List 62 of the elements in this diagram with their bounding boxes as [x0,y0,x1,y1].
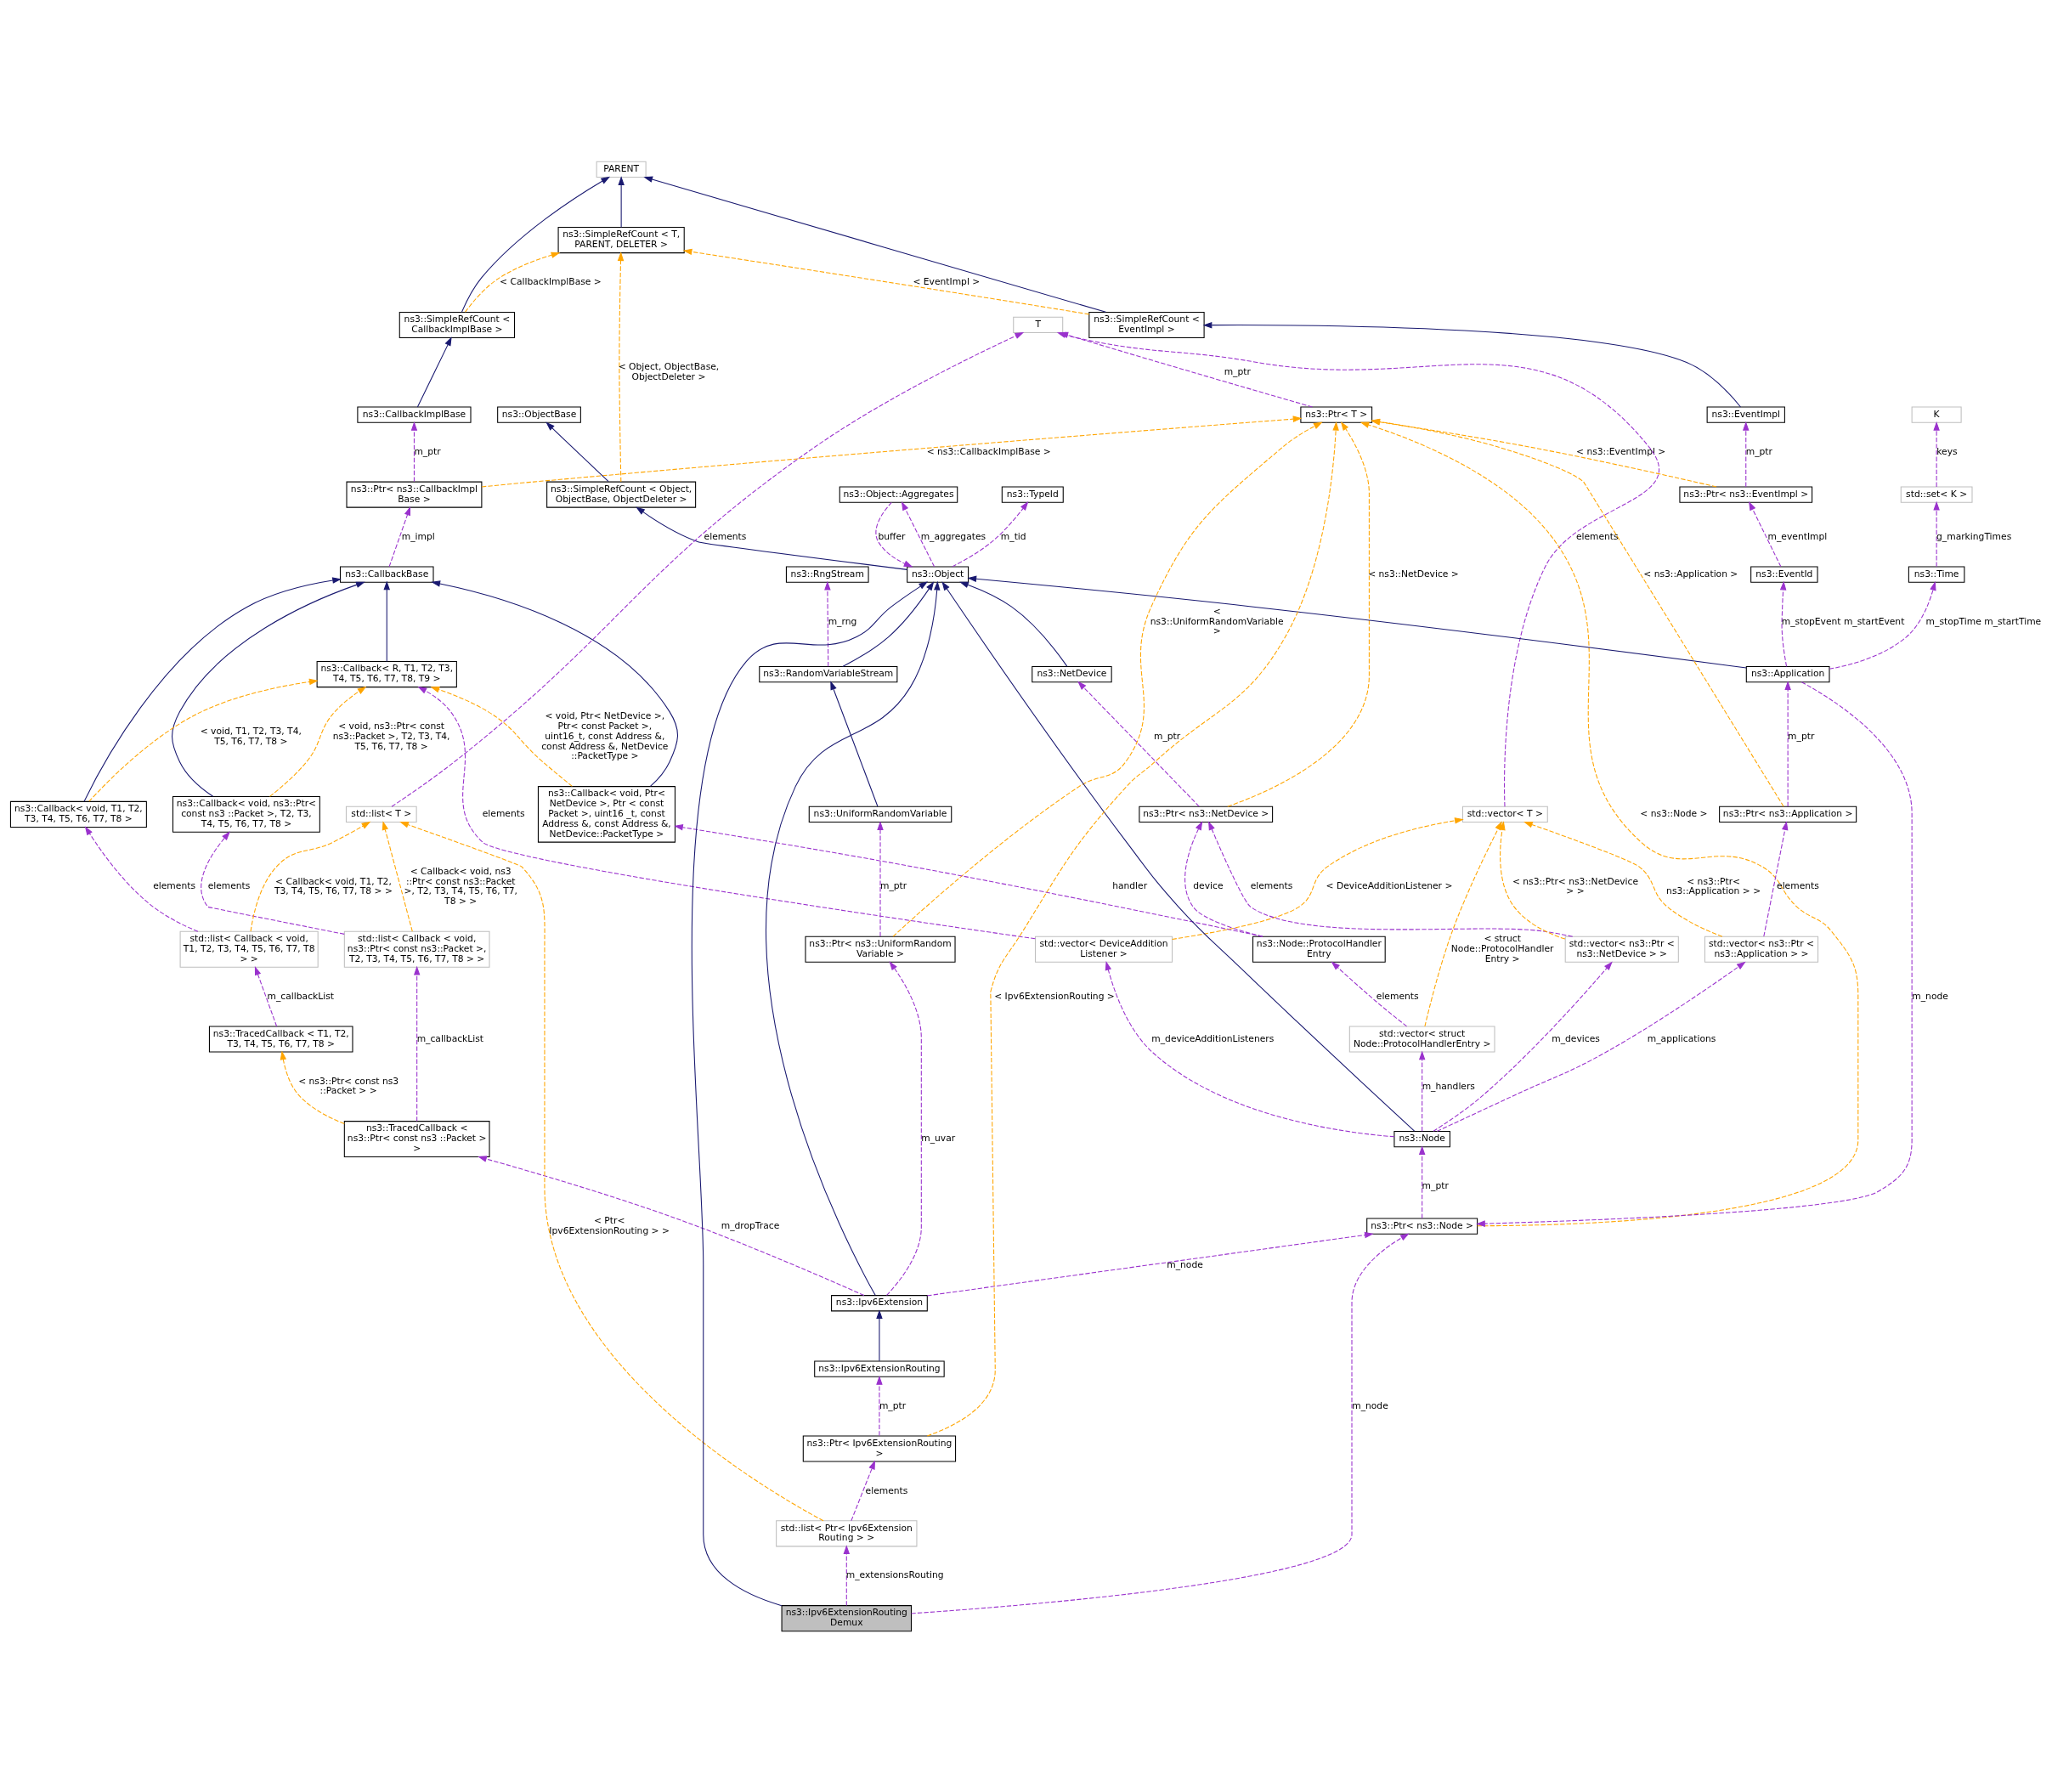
edge-label: m_stopTime m_startTime [1925,615,2042,627]
edge-label: < ns3::CallbackImplBase > [926,445,1051,457]
edge-label: < ns3::UniformRandomVariable > [1150,605,1284,636]
edge-label: elements [153,879,196,891]
edge-label: elements [704,530,747,542]
edge-label: < Callback< void, ns3 ::Ptr< const ns3::Packet >, T2, T3, T4, T5, T6, T7, T8 > > [404,865,517,907]
edge-label: keys [1936,445,1958,457]
edge-label: elements [1575,530,1619,542]
edge-label: m_callbackList [416,1032,484,1044]
edge-label: m_aggregates [920,530,986,542]
edge-label: elements [1376,990,1419,1002]
edge-label: < ns3::Ptr< ns3::Application > > [1666,875,1761,896]
edge-label: < ns3::EventImpl > [1576,445,1666,457]
edge-label: m_applications [1647,1032,1716,1044]
edge-label: < void, ns3::Ptr< const ns3::Packet >, T2, T3, T4, T5, T6, T7, T8 > [332,720,450,752]
edge-label: < Object, ObjectBase, ObjectDeleter > [618,360,720,382]
edge-label: < ns3::NetDevice > [1368,568,1459,579]
edge-label: m_node [1167,1258,1203,1270]
edge-label: m_ptr [1154,730,1181,742]
edge-label: elements [482,807,525,819]
edge-label: m_handlers [1422,1080,1475,1092]
edge-label: m_stopEvent m_startEvent [1781,615,1905,627]
edge-label: < ns3::Ptr< const ns3 ::Packet > > [298,1075,399,1096]
edge-label: g_markingTimes [1936,530,2012,542]
edge-label: < ns3::Application > [1643,568,1738,579]
edge-label: elements [865,1484,908,1496]
edge-label: m_dropTrace [721,1219,780,1231]
edge-label: handler [1112,879,1148,891]
edge-label: < CallbackImplBase > [500,275,602,287]
edge-label: m_extensionsRouting [845,1569,944,1580]
edge-label: elements [207,879,251,891]
edge-label: elements [1250,879,1293,891]
edge-label: m_ptr [414,445,441,457]
edge-label: m_ptr [1788,730,1815,742]
edge-label: < DeviceAdditionListener > [1326,879,1453,891]
edge-label: buffer [878,530,906,542]
edge-label: elements [1777,879,1819,891]
edge-label: device [1193,879,1224,891]
edge-label: m_ptr [879,879,907,891]
edge-label: < Ipv6ExtensionRouting > [994,990,1115,1002]
edge-label: < EventImpl > [913,275,981,287]
edge-label: m_tid [1000,530,1026,542]
edge-label: m_deviceAdditionListeners [1151,1032,1275,1044]
edge-label: m_uvar [921,1132,956,1144]
edge-label: m_ptr [1224,365,1251,377]
edge-label: m_callbackList [267,990,335,1002]
edge-label: < Ptr< Ipv6ExtensionRouting > > [549,1214,670,1236]
edge-label: < Callback< void, T1, T2, T3, T4, T5, T6, T7, T8 > > [274,875,393,896]
edge-label: m_ptr [1422,1179,1449,1191]
edge-label: m_impl [401,530,435,542]
edge-label: m_devices [1552,1032,1600,1044]
edge-label: m_ptr [879,1399,907,1411]
edge-label: m_node [1352,1399,1388,1411]
edge-label: < ns3::Ptr< ns3::NetDevice > > [1512,875,1639,896]
edge-label: < ns3::Node > [1640,807,1708,819]
edge-label: < struct Node::ProtocolHandler Entry > [1450,932,1554,964]
edge-label: m_eventImpl [1767,530,1828,542]
edge-label: m_ptr [1745,445,1772,457]
edge-label: < void, Ptr< NetDevice >, Ptr< const Packet >, uint16_t, const Address &, const Address &, NetDevice ::PacketType > [541,709,669,761]
edge-label: < void, T1, T2, T3, T4, T5, T6, T7, T8 > [200,725,302,747]
edge-label: m_node [1912,990,1948,1002]
edge-label: m_rng [828,615,857,627]
